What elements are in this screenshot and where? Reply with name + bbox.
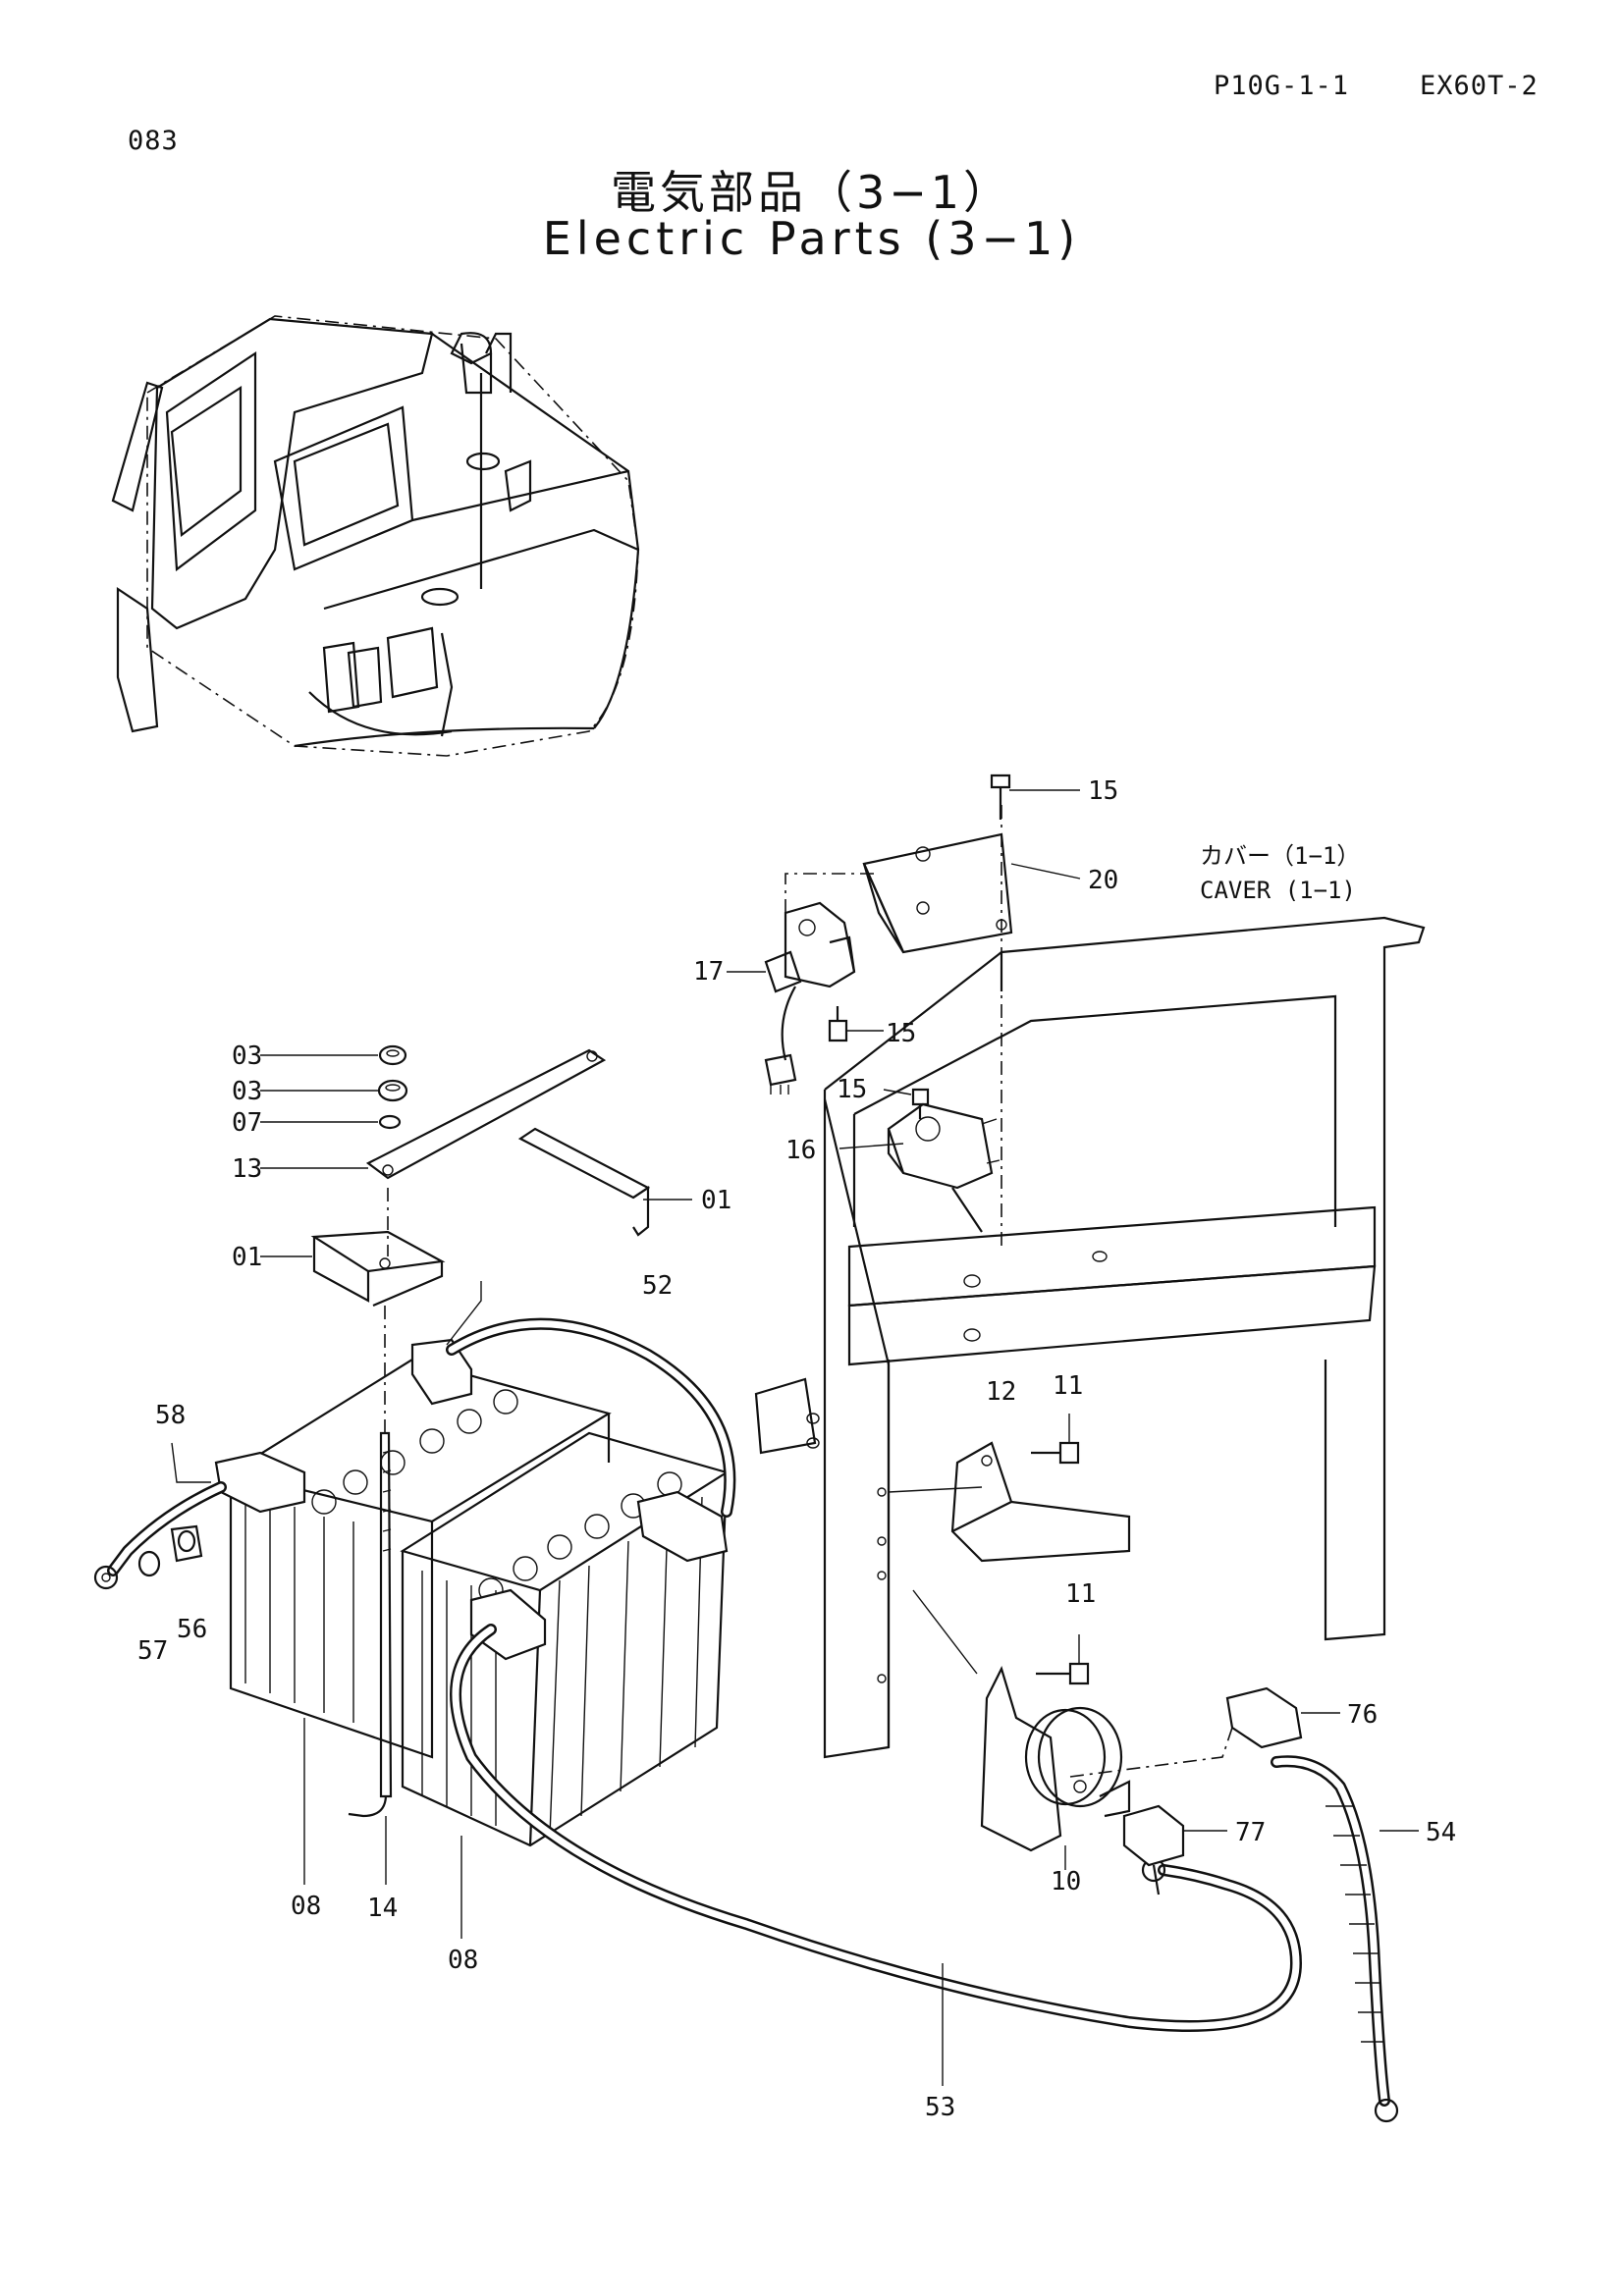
- callout-53: 53: [925, 2093, 955, 2122]
- bolt-11-lower: [1036, 1634, 1090, 1685]
- cable-54: [1069, 1727, 1419, 2123]
- terminal-cap-76: [1225, 1686, 1340, 1749]
- callout-03: 03: [232, 1041, 262, 1071]
- callout-54: 54: [1426, 1818, 1456, 1847]
- callout-17: 17: [693, 957, 724, 987]
- lock-washer-57: [137, 1550, 161, 1577]
- callout-11: 11: [1065, 1579, 1096, 1609]
- bolt-15-top: [990, 774, 1080, 820]
- callout-08: 08: [291, 1892, 321, 1921]
- battery-relay-10: [912, 1589, 1131, 1852]
- page-title-english: Electric Parts (3−1): [542, 212, 1081, 265]
- mounting-frame: [754, 916, 1426, 1759]
- relay-16: [839, 1102, 1001, 1233]
- callout-14: 14: [367, 1894, 398, 1923]
- callout-16: 16: [785, 1136, 816, 1165]
- cover-note-english: CAVER (1−1): [1200, 877, 1356, 904]
- callout-03: 03: [232, 1077, 262, 1106]
- excavator-overview-illustration: [111, 315, 640, 757]
- part-callouts: 15 20 17 15 15 16 03 03 07 13 01 01 52 5…: [137, 776, 1456, 2122]
- callout-58: 58: [155, 1401, 186, 1430]
- nut-56: [170, 1524, 203, 1563]
- callout-10: 10: [1051, 1867, 1081, 1896]
- bolt-11-upper: [1031, 1414, 1080, 1465]
- cover-plate-20: [862, 805, 1013, 1247]
- page-title-japanese: 電気部品（3−1）: [610, 166, 1013, 219]
- terminal-cap-77: [1122, 1804, 1227, 1896]
- callout-07: 07: [232, 1108, 262, 1138]
- cable-52: [446, 1317, 736, 1518]
- screw-15-mid: [828, 1006, 884, 1042]
- cover-note-japanese: カバー（1−1）: [1200, 842, 1360, 870]
- leader-lines: [171, 863, 1081, 2086]
- callout-15: 15: [837, 1075, 867, 1104]
- callout-13: 13: [232, 1154, 262, 1184]
- callout-08: 08: [448, 1946, 478, 1975]
- bracket-12: [888, 1441, 1131, 1563]
- callout-76: 76: [1347, 1700, 1378, 1730]
- terminal-caps: [214, 1338, 729, 1661]
- battery-08-rear: [228, 1358, 612, 1759]
- callout-12: 12: [986, 1377, 1016, 1407]
- cable-58: [93, 1481, 227, 1590]
- callout-57: 57: [137, 1636, 168, 1666]
- page-number: 083: [128, 126, 179, 156]
- relay-17: [764, 873, 874, 1095]
- callout-77: 77: [1235, 1818, 1266, 1847]
- cover-reference-note: カバー（1−1） CAVER (1−1): [1200, 842, 1360, 904]
- model-code: EX60T-2: [1420, 71, 1539, 101]
- screw-15-low: [883, 1088, 930, 1119]
- callout-01: 01: [232, 1243, 262, 1272]
- callout-15: 15: [1088, 776, 1118, 806]
- battery-hold-down-parts: [260, 1044, 692, 1818]
- callout-52: 52: [642, 1271, 673, 1301]
- page-code: P10G-1-1: [1214, 71, 1350, 101]
- callout-11: 11: [1053, 1371, 1083, 1401]
- callout-56: 56: [177, 1615, 207, 1644]
- callout-20: 20: [1088, 866, 1118, 895]
- callout-01: 01: [701, 1186, 731, 1215]
- callout-15: 15: [886, 1019, 916, 1048]
